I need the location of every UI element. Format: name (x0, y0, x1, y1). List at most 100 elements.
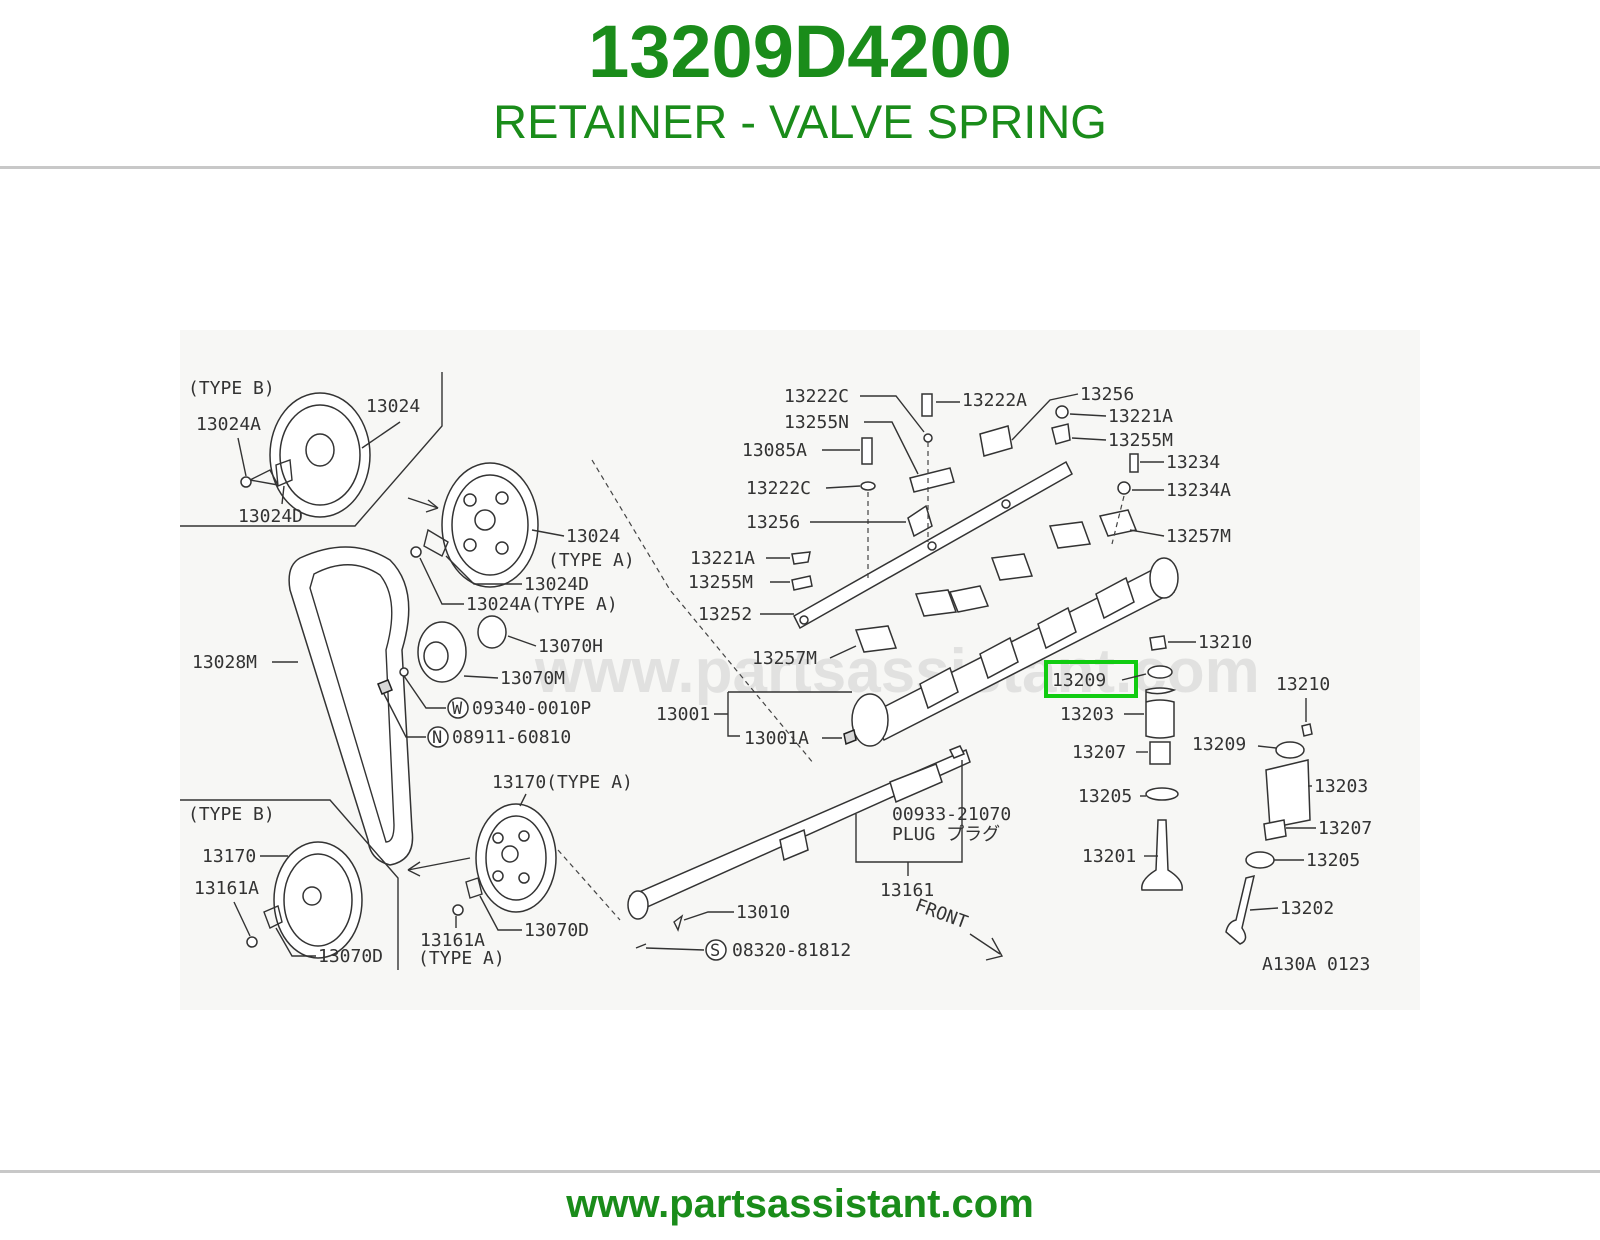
leader (237, 437, 247, 477)
label-13221a-mid: 13221A (690, 548, 755, 569)
leader (1257, 745, 1277, 749)
leader (281, 485, 285, 505)
parts-diagram: www.partsassistant.com (TYPE B) 13024 13… (180, 330, 1420, 1010)
label-13205-b: 13205 (1306, 850, 1360, 871)
cam-lobe (1095, 576, 1135, 620)
footer-url[interactable]: www.partsassistant.com (566, 1182, 1034, 1226)
leader (507, 635, 537, 647)
camshaft-tip (1149, 557, 1179, 599)
sprocket-hole (492, 832, 504, 844)
label-13205-a: 13205 (1078, 786, 1132, 807)
leader (479, 895, 522, 931)
sprocket-type-a-group: 13024 (TYPE A) 13024D 13024A(TYPE A) (407, 462, 635, 615)
leader (1071, 437, 1107, 441)
sprocket-hole (518, 830, 530, 842)
timing-belt-13028m (288, 546, 414, 866)
washer-13222c-mid (860, 481, 876, 491)
bracket-13256-top (979, 425, 1013, 457)
leader (463, 675, 499, 679)
seat-13205-b (1245, 851, 1275, 869)
nut-13234a (1117, 481, 1131, 495)
bolt-13161a-typea (452, 904, 464, 916)
highlight-box-13209 (1044, 660, 1138, 698)
washer-13024d-typeb (275, 459, 293, 488)
tensioner-hub (423, 641, 449, 671)
sprocket-hole (518, 872, 530, 884)
label-13234: 13234 (1166, 452, 1220, 473)
label-13222a: 13222A (962, 390, 1027, 411)
label-13170-typea: 13170(TYPE A) (492, 772, 633, 793)
label-13201: 13201 (1082, 846, 1136, 867)
valve-assembly-a: 13210 13209 13203 13207 13205 13201 (1044, 632, 1252, 891)
front-arrow-icon (969, 933, 1004, 961)
label-13001a: 13001A (744, 728, 809, 749)
n-mark: N (432, 728, 442, 748)
label-front: FRONT (912, 895, 970, 933)
clip-13221a-top (1055, 405, 1069, 419)
leader (1249, 907, 1279, 911)
collet-13210-a (1149, 635, 1167, 651)
spring-13203-a (1145, 687, 1177, 739)
label-plug: PLUG プラグ (892, 824, 1000, 845)
label-13024-top: 13024 (366, 396, 420, 417)
label-13222c-top: 13222C (784, 386, 849, 407)
tensioner-group: 13070H 13070M W 09340-0010P N 08911-6081… (377, 615, 603, 748)
label-13070h: 13070H (538, 636, 603, 657)
leader (531, 529, 565, 537)
timing-belt-group: 13028M (192, 546, 471, 877)
retainer-13209-a (1147, 665, 1173, 679)
label-13161a-typea: 13161A (420, 930, 485, 951)
camshaft-end (851, 693, 889, 747)
bolt-13222a (921, 393, 933, 417)
label-13209-b: 13209 (1192, 734, 1246, 755)
rocker-arm (1048, 521, 1092, 549)
shaft-hole (1001, 499, 1011, 509)
leader (445, 555, 522, 585)
label-00933: 00933-21070 (892, 804, 1011, 825)
washer-13070d-typeb (263, 905, 283, 929)
cam-lobe (1037, 606, 1077, 650)
leader (275, 927, 316, 957)
label-13210-a: 13210 (1198, 632, 1252, 653)
sprocket-hub (302, 886, 322, 906)
camshaft-group: 13001 13001A (656, 557, 1179, 749)
label-13207-a: 13207 (1072, 742, 1126, 763)
type-b-bottom-group: (TYPE B) 13170 13161A 13070D (180, 799, 399, 970)
leader (233, 901, 251, 937)
sprocket-hub (305, 433, 335, 467)
shaft-gear (779, 828, 809, 862)
label-13203-a: 13203 (1060, 704, 1114, 725)
label-13070d-left: 13070D (318, 946, 383, 967)
label-13010: 13010 (736, 902, 790, 923)
label-13256-top: 13256 (1080, 384, 1134, 405)
arrow-line (407, 497, 439, 509)
washer-13070d-typea (465, 877, 483, 899)
part-name-subtitle: RETAINER - VALVE SPRING (493, 95, 1107, 148)
plug-00933 (948, 745, 966, 759)
bolt-13024a-typea (410, 546, 422, 558)
label-type-a-1: (TYPE A) (548, 550, 635, 571)
bolt-13234 (1129, 453, 1139, 473)
label-13070d-right: 13070D (524, 920, 589, 941)
leader (1129, 529, 1165, 537)
type-b-top-frame (180, 372, 443, 527)
bolt-head (240, 476, 252, 488)
sprocket-hole (463, 538, 477, 552)
label-13024-typea: 13024 (566, 526, 620, 547)
label-13252: 13252 (698, 604, 752, 625)
leader (1011, 393, 1079, 441)
label-13203-b: 13203 (1314, 776, 1368, 797)
bolt-13085a (861, 437, 873, 465)
seal-13207-b (1263, 819, 1287, 841)
label-13234a: 13234A (1166, 480, 1231, 501)
label-type-b-bottom: (TYPE B) (188, 804, 275, 825)
collet-13210-b (1301, 723, 1313, 737)
label-type-b-top: (TYPE B) (188, 378, 275, 399)
type-b-top-group: (TYPE B) 13024 13024A 13024D (180, 372, 443, 527)
pin-13001a (843, 728, 857, 746)
clip-13255m-mid (791, 575, 813, 591)
leader (1121, 673, 1147, 681)
header-divider (0, 166, 1600, 169)
label-08320: 08320-81812 (732, 940, 851, 961)
bolt-13024a-typeb (247, 469, 280, 486)
